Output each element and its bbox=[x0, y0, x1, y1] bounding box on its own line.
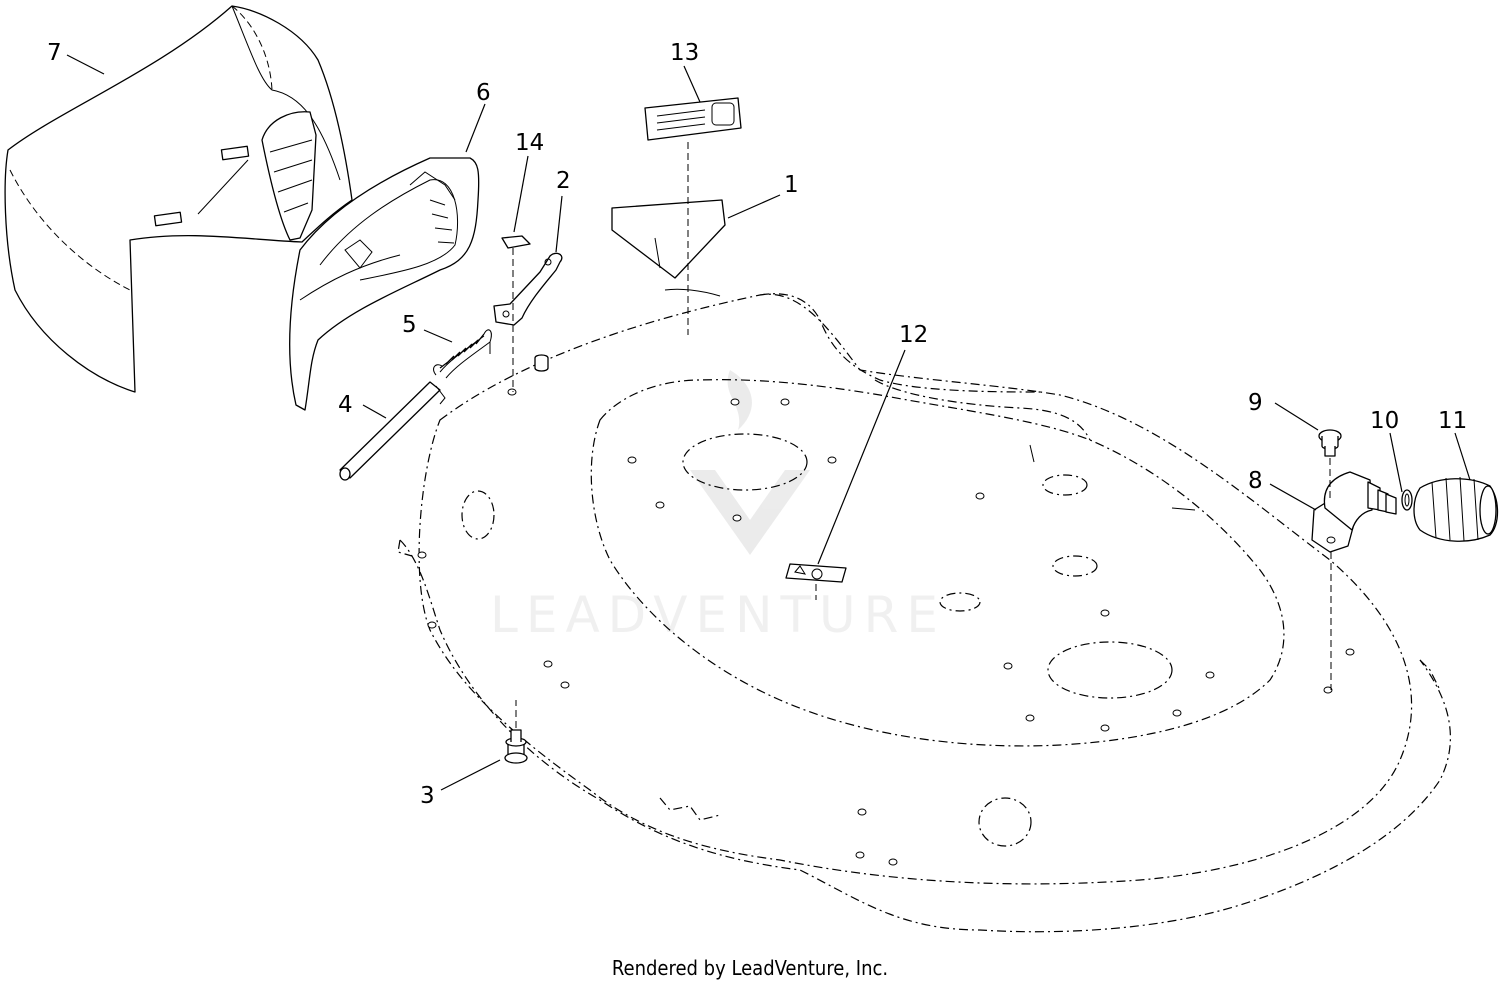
part-12-decal bbox=[785, 563, 847, 583]
callout-14: 14 bbox=[515, 130, 544, 156]
callout-6: 6 bbox=[476, 80, 491, 106]
callout-12: 12 bbox=[899, 322, 928, 348]
leader-lines bbox=[66, 54, 1471, 791]
part-1-plate bbox=[611, 199, 726, 297]
callout-labels: 7 6 13 14 2 1 5 4 12 9 10 11 8 3 bbox=[47, 40, 1467, 809]
part-5-spring bbox=[433, 329, 492, 379]
callout-2: 2 bbox=[556, 168, 571, 194]
deck-holes bbox=[417, 388, 1355, 866]
callout-10: 10 bbox=[1370, 408, 1399, 434]
callout-4: 4 bbox=[338, 392, 353, 418]
watermark-logo: LEADVENTURE bbox=[490, 370, 946, 644]
callout-7: 7 bbox=[47, 40, 62, 66]
part-4-rod bbox=[339, 381, 446, 481]
callout-11: 11 bbox=[1438, 408, 1467, 434]
part-9-bolt bbox=[1318, 429, 1342, 457]
callout-9: 9 bbox=[1248, 390, 1263, 416]
part-8-elbow bbox=[1311, 471, 1397, 553]
callout-5: 5 bbox=[402, 312, 417, 338]
footer-credit: Rendered by LeadVenture, Inc. bbox=[611, 956, 889, 980]
callout-1: 1 bbox=[784, 172, 799, 198]
part-10-oring bbox=[1401, 489, 1413, 511]
watermark-text: LEADVENTURE bbox=[490, 586, 946, 644]
part-11-cap bbox=[1413, 476, 1499, 542]
callout-3: 3 bbox=[420, 783, 435, 809]
callout-8: 8 bbox=[1248, 468, 1263, 494]
part-6-deflector bbox=[289, 157, 480, 411]
part-7-chute-cover bbox=[4, 5, 353, 393]
mower-deck bbox=[397, 293, 1451, 933]
part-14-clip bbox=[501, 235, 531, 249]
assembly-lines bbox=[512, 142, 1332, 728]
part-13-decal bbox=[644, 97, 742, 141]
callout-13: 13 bbox=[670, 40, 699, 66]
part-2-bracket bbox=[493, 252, 563, 326]
part-3-bolt bbox=[504, 729, 528, 764]
